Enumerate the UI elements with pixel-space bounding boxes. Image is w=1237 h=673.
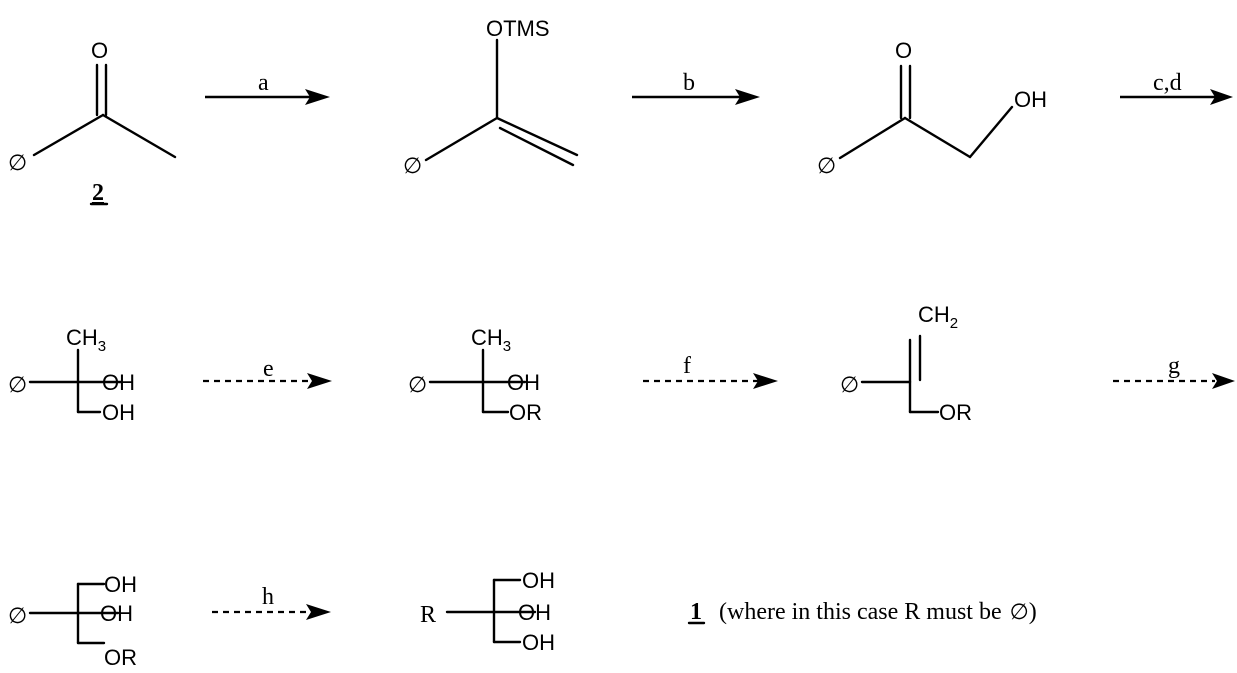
hydroxyl-group: OH [100, 601, 133, 626]
arrow-head [1212, 373, 1235, 389]
double-bond-line [498, 126, 575, 167]
arrow-step-f: f [643, 353, 778, 389]
compound-label-1: 1 [690, 599, 702, 625]
arrow-step-b: b [632, 70, 760, 105]
oxygen-atom: O [895, 38, 912, 63]
otms-group: OTMS [486, 16, 550, 41]
arrow-head [735, 89, 760, 105]
hydroxyl-group: OH [1014, 87, 1047, 112]
silyl-enol-ether: OTMS ∅ [403, 16, 579, 178]
arrow-step-g: g [1113, 353, 1235, 389]
arrow-step-h: h [212, 584, 331, 620]
hydroxy-ketone: O OH ∅ [817, 38, 1047, 178]
bond [968, 105, 1014, 159]
arrow-head [753, 373, 778, 389]
step-label-e: e [263, 356, 274, 382]
ether-group: OR [939, 400, 972, 425]
hydroxyl-group: OH [522, 630, 555, 655]
hydroxyl-group: OH [522, 568, 555, 593]
protected-diol: CH3 OH OR ∅ [408, 325, 542, 425]
product-note: 1 (where in this case R must be∅) [687, 599, 1037, 625]
ether-group: OR [104, 645, 137, 670]
methyl-group: CH3 [471, 325, 511, 355]
arrow-head [305, 89, 330, 105]
hydroxyl-group: OH [104, 572, 137, 597]
allylic-ether: CH2 OR ∅ [840, 302, 972, 425]
step-label-b: b [683, 70, 695, 96]
arrow-head [1210, 89, 1233, 105]
step-label-a: a [258, 70, 269, 96]
bond [101, 113, 177, 159]
double-bond-line [495, 116, 579, 157]
compound-2: O ∅ 2 [8, 38, 177, 206]
note-text: (where in this case R must be∅) [719, 599, 1037, 625]
arrow-step-e: e [203, 356, 332, 389]
step-label-cd: c,d [1153, 70, 1182, 96]
bond [424, 116, 499, 162]
phenyl-symbol: ∅ [8, 372, 27, 397]
methyl-group: CH3 [66, 325, 106, 355]
arrow-step-cd: c,d [1120, 70, 1233, 105]
arrow-head [306, 604, 331, 620]
phenyl-symbol: ∅ [8, 150, 27, 175]
bond [32, 113, 105, 157]
phenyl-symbol: ∅ [840, 372, 859, 397]
phenyl-symbol: ∅ [817, 153, 836, 178]
product-triol: OH OH OH R [420, 568, 555, 655]
step-label-g: g [1168, 353, 1180, 379]
methylene-group: CH2 [918, 302, 958, 332]
bond [903, 116, 972, 159]
ether-group: OR [509, 400, 542, 425]
arrow-step-a: a [205, 70, 330, 105]
bond [838, 116, 907, 160]
arrow-head [307, 373, 332, 389]
step-label-f: f [683, 353, 691, 379]
hydroxyl-group: OH [102, 400, 135, 425]
hydroxyl-group: OH [518, 600, 551, 625]
r-group: R [420, 602, 436, 628]
compound-label-2: 2 [92, 180, 104, 206]
phenyl-symbol: ∅ [8, 603, 27, 628]
triol-monoether: OH OH OR ∅ [8, 572, 137, 670]
diol-compound: CH3 OH OH ∅ [8, 325, 135, 425]
oxygen-atom: O [91, 38, 108, 63]
hydroxyl-group: OH [507, 370, 540, 395]
hydroxyl-group: OH [102, 370, 135, 395]
phenyl-symbol: ∅ [408, 372, 427, 397]
step-label-h: h [262, 584, 274, 610]
phenyl-symbol: ∅ [403, 153, 422, 178]
